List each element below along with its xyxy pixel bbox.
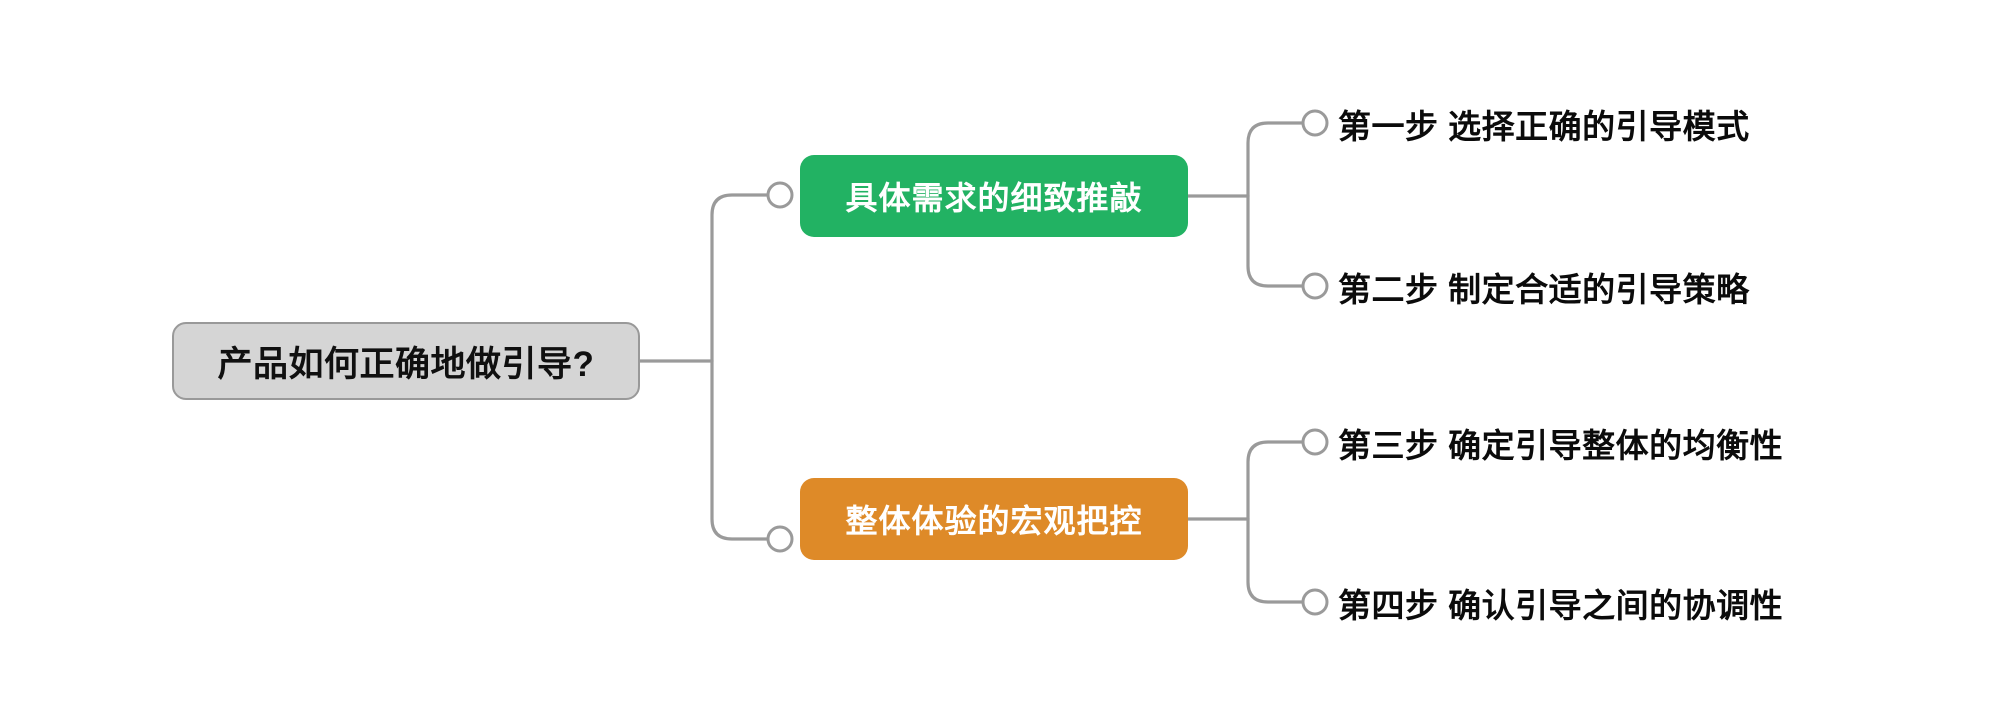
- branch-node-requirements-label: 具体需求的细致推敲: [845, 180, 1143, 216]
- root-node-label: 产品如何正确地做引导?: [217, 344, 595, 384]
- connector-dot-leaf-3: [1301, 588, 1329, 616]
- leaf-node-step-three[interactable]: 第三步 确定引导整体的均衡性: [1338, 418, 1783, 468]
- connector-dot-branch-0: [766, 181, 794, 209]
- connector-dot-leaf-0: [1301, 109, 1329, 137]
- connector-branch-0-to-leaf-0: [1246, 121, 1304, 198]
- branch-node-experience-label: 整体体验的宏观把控: [845, 503, 1143, 539]
- leaf-node-step-four-label: 第四步 确认引导之间的协调性: [1338, 587, 1784, 624]
- root-node[interactable]: 产品如何正确地做引导?: [172, 322, 640, 400]
- leaf-node-step-two-label: 第二步 制定合适的引导策略: [1338, 271, 1750, 308]
- connector-dot-branch-1: [766, 525, 794, 553]
- connector-dot-leaf-1: [1301, 272, 1329, 300]
- leaf-node-step-two[interactable]: 第二步 制定合适的引导策略: [1338, 262, 1750, 312]
- branch-node-experience[interactable]: 整体体验的宏观把控: [800, 478, 1188, 560]
- connector-dot-leaf-2: [1301, 428, 1329, 456]
- branch-node-requirements[interactable]: 具体需求的细致推敲: [800, 155, 1188, 237]
- connector-branch-1-to-leaf-3: [1246, 517, 1304, 604]
- connector-root-to-branch-0: [710, 193, 770, 363]
- connector-root-to-branch-1: [710, 359, 770, 541]
- connector-branch-1-to-leaf-2: [1246, 440, 1304, 521]
- leaf-node-step-one-label: 第一步 选择正确的引导模式: [1338, 108, 1750, 145]
- leaf-node-step-three-label: 第三步 确定引导整体的均衡性: [1338, 427, 1784, 464]
- connector-branch-0-to-leaf-1: [1246, 194, 1304, 288]
- leaf-node-step-one[interactable]: 第一步 选择正确的引导模式: [1338, 99, 1750, 149]
- leaf-node-step-four[interactable]: 第四步 确认引导之间的协调性: [1338, 578, 1783, 628]
